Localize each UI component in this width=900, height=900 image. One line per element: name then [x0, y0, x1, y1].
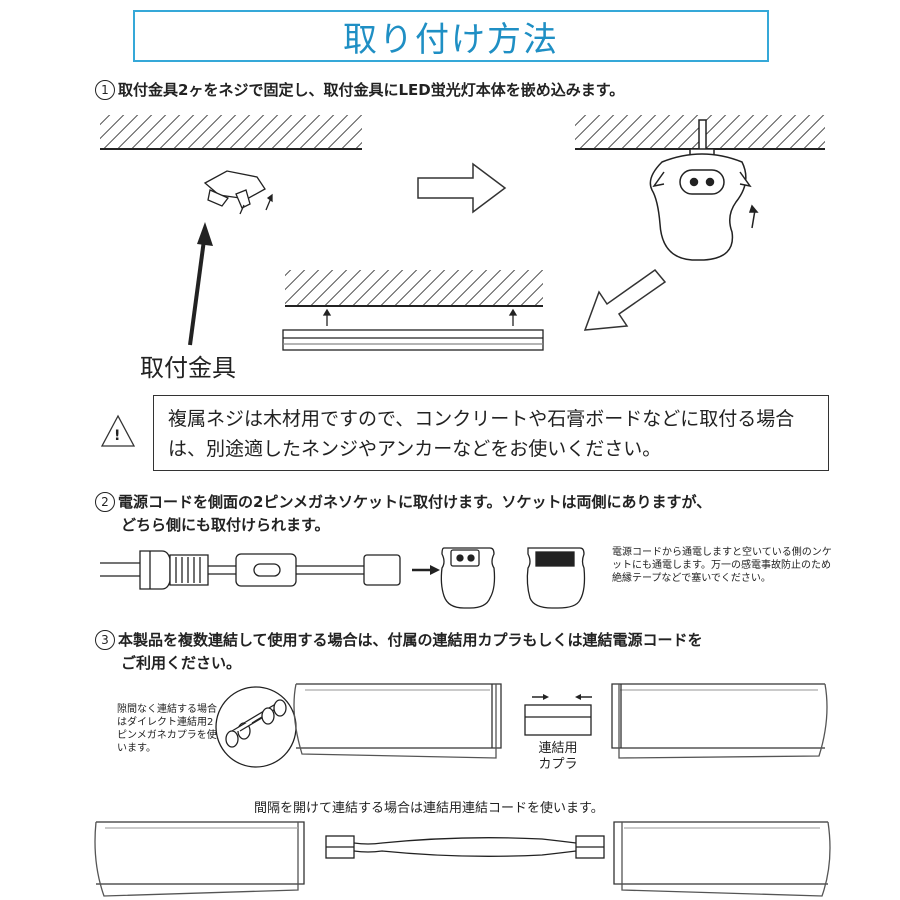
lamp-right-coupler — [611, 683, 828, 759]
step1-text: 取付金具2ヶをネジで固定し、取付金具にLED蛍光灯本体を嵌め込みます。 — [118, 81, 625, 99]
coupler-arrows — [532, 694, 592, 700]
step3-line2: ご利用ください。 — [121, 654, 242, 672]
connect-arrow-icon — [412, 565, 440, 575]
coupler-label: 連結用 カプラ — [532, 741, 584, 773]
bracket-label: 取付金具 — [140, 354, 236, 382]
step2-line1: 電源コードを側面の2ピンメガネソケットに取付けます。ソケットは両側にありますが、 — [118, 493, 712, 511]
power-cord-illustration — [100, 550, 401, 590]
down-left-arrow-icon — [583, 268, 667, 331]
step2-line2: どちら側にも取付けられます。 — [121, 516, 330, 534]
step3-number: 3 — [95, 630, 115, 650]
socket-covered — [526, 547, 586, 609]
coupler-label-2: カプラ — [538, 757, 578, 772]
direct-connect-note: 隙間なく連結する場合はダイレクト連結用2ピンメガネカプラを使います。 — [117, 704, 217, 754]
lamp-left-coupler — [293, 683, 502, 759]
lamp-tube-mounting — [282, 308, 544, 351]
step3-line1: 本製品を複数連結して使用する場合は、付属の連結用カプラもしくは連結電源コードを — [118, 631, 703, 649]
ceiling-middle — [285, 270, 543, 307]
warning-mark: ! — [114, 428, 121, 444]
warning-box: 複属ネジは木材用ですので、コンクリートや石膏ボードなどに取付る場合は、別途適した… — [153, 395, 829, 471]
connection-cord — [325, 835, 605, 859]
step2-number: 2 — [95, 492, 115, 512]
bracket-pointer-arrow — [188, 222, 213, 346]
lamp-right-cord — [613, 821, 831, 897]
bracket-parts — [203, 170, 273, 215]
coupler-label-1: 連結用 — [538, 741, 578, 756]
coupler-piece — [524, 704, 592, 736]
ceiling-left — [100, 115, 362, 150]
lamp-left-cord — [94, 821, 305, 897]
warning-triangle-icon — [100, 414, 136, 447]
step1-number: 1 — [95, 80, 115, 100]
gap-connect-note: 間隔を開けて連結する場合は連結用連結コードを使います。 — [254, 801, 604, 816]
lamp-end-cap — [649, 119, 759, 261]
warning-text: 複属ネジは木材用ですので、コンクリートや石膏ボードなどに取付る場合は、別途適した… — [168, 408, 795, 460]
socket-two-pin — [440, 547, 496, 609]
direct-coupler-illustration — [215, 686, 297, 768]
right-arrow-icon — [417, 162, 507, 214]
step2-note: 電源コードから通電しますと空いている側のンケットにも通電します。万一の感電事故防… — [612, 547, 832, 584]
page-title: 取り付け方法 — [133, 10, 769, 62]
